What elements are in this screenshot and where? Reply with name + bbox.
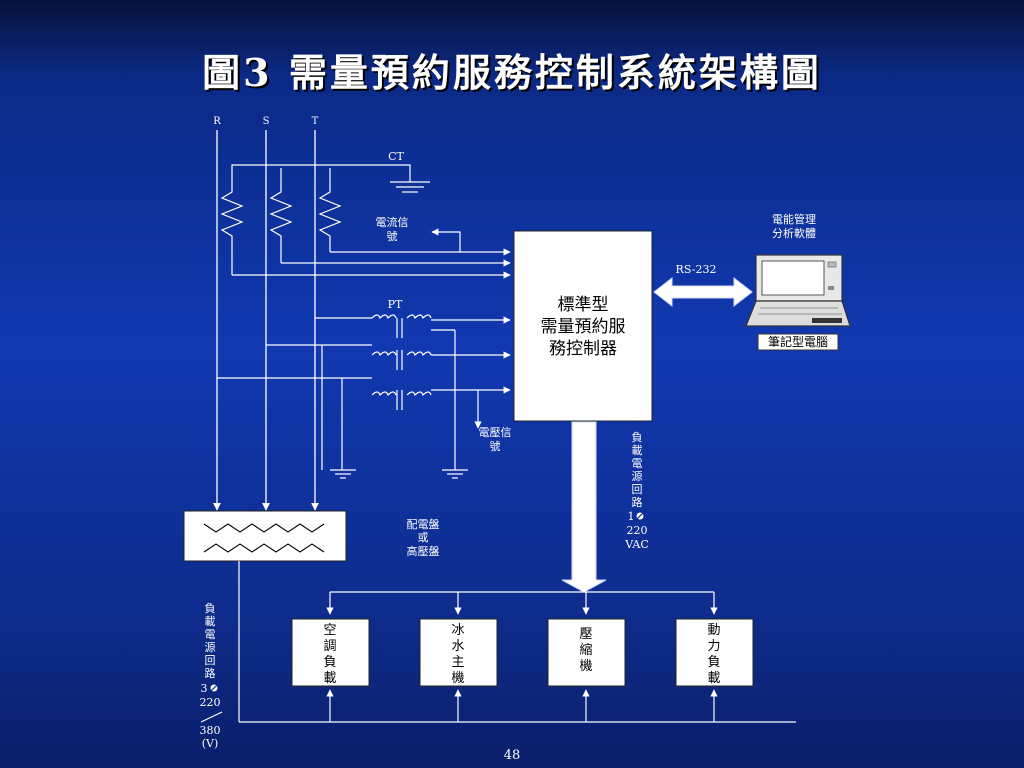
svg-text:載: 載: [323, 671, 336, 686]
svg-text:1: 1: [628, 510, 635, 523]
voltage-signal-label-line2: 號: [490, 440, 501, 453]
load-chiller: 冰 水 主 機: [419, 618, 498, 687]
svg-text:(V): (V): [202, 737, 219, 750]
svg-text:標準型: 標準型: [558, 295, 609, 315]
load-compressor: 壓 縮 機: [547, 618, 626, 687]
pt-section: [217, 314, 511, 479]
svg-text:空: 空: [323, 623, 336, 638]
distribution-wiring: [200, 561, 796, 723]
svg-text:源: 源: [205, 640, 216, 654]
phase-t-label: T: [312, 116, 319, 127]
software-label-line1: 電能管理: [772, 212, 816, 226]
svg-text:3: 3: [201, 682, 208, 695]
rs232-label: RS-232: [676, 263, 717, 276]
svg-text:需量預約服: 需量預約服: [541, 317, 626, 337]
svg-text:壓: 壓: [579, 627, 592, 642]
svg-text:負: 負: [632, 431, 643, 444]
svg-text:務控制器: 務控制器: [549, 339, 617, 359]
svg-text:負: 負: [323, 655, 336, 670]
svg-text:負: 負: [707, 655, 720, 670]
pt-label: PT: [388, 298, 403, 311]
svg-text:載: 載: [205, 615, 216, 628]
svg-text:機: 機: [451, 671, 464, 686]
laptop-label: 筆記型電腦: [768, 334, 828, 349]
phase-symbol-icon-left: [208, 682, 220, 694]
phase-symbol-icon-right: [634, 510, 646, 522]
svg-text:調: 調: [323, 639, 336, 654]
phase-labels: R S T: [213, 116, 318, 127]
software-label-line2: 分析軟體: [772, 226, 816, 240]
switchboard-label: 配電盤 或 高壓盤: [407, 518, 440, 558]
switchboard-box: [183, 510, 347, 562]
current-signal-label-line1: 電流信: [376, 215, 409, 229]
svg-text:水: 水: [451, 639, 464, 654]
controller-label: 標準型 需量預約服 務控制器: [541, 295, 626, 359]
load-power: 動 力 負 載: [675, 618, 754, 687]
svg-text:主: 主: [451, 655, 464, 670]
ct-label: CT: [388, 150, 404, 163]
svg-text:配電盤: 配電盤: [407, 518, 440, 531]
voltage-signal-label-line1: 電壓信: [479, 426, 512, 439]
svg-text:冰: 冰: [451, 623, 464, 638]
power-circuit-label-right: 負 載 電 源 回 路 1 220 VAC: [624, 431, 649, 551]
svg-text:動: 動: [707, 623, 720, 638]
svg-text:380: 380: [200, 724, 221, 737]
svg-text:縮: 縮: [579, 642, 592, 658]
svg-text:載: 載: [707, 671, 720, 686]
power-circuit-label-left: 負 載 電 源 回 路 3 220 380 (V): [200, 602, 221, 750]
rs232-link-arrow: [653, 276, 753, 308]
laptop-label-box: [757, 333, 839, 351]
slide-title: 圖3 需量預約服務控制系統架構圖: [202, 50, 822, 95]
svg-text:路: 路: [205, 667, 216, 680]
svg-text:或: 或: [418, 531, 429, 544]
svg-text:載: 載: [632, 444, 643, 457]
ct-section: [220, 164, 511, 279]
laptop-icon: [745, 254, 851, 327]
svg-text:VAC: VAC: [624, 538, 649, 551]
power-flow-arrow: [561, 421, 607, 593]
controller-box: [513, 230, 653, 422]
svg-text:負: 負: [205, 602, 216, 615]
phase-r-label: R: [213, 116, 221, 127]
svg-text:回: 回: [632, 483, 643, 496]
svg-text:電: 電: [632, 457, 643, 470]
svg-text:力: 力: [707, 639, 720, 654]
phase-s-label: S: [263, 116, 270, 127]
phase-lines: [213, 130, 319, 511]
svg-text:220: 220: [200, 696, 221, 709]
svg-text:路: 路: [632, 496, 643, 509]
svg-text:回: 回: [205, 654, 216, 667]
svg-text:電: 電: [205, 628, 216, 641]
svg-text:高壓盤: 高壓盤: [407, 544, 440, 558]
page-number: 48: [503, 748, 521, 763]
switchboard-breakers: [203, 523, 325, 553]
load-air-conditioning: 空 調 負 載: [291, 618, 370, 687]
svg-text:220: 220: [627, 524, 648, 537]
current-signal-label-line2: 號: [387, 230, 398, 243]
svg-text:機: 機: [579, 659, 592, 674]
svg-text:源: 源: [632, 469, 643, 483]
